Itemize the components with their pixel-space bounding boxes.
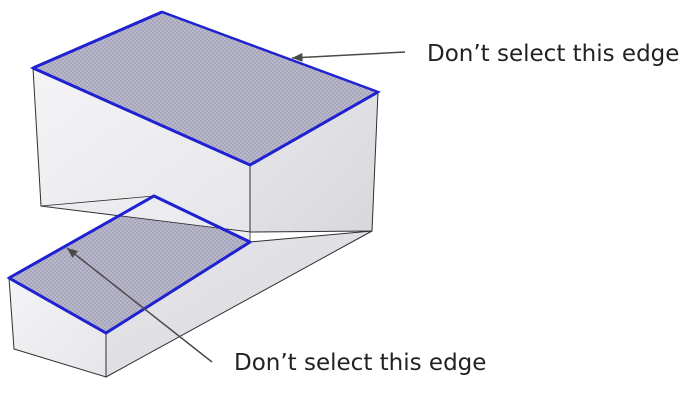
selected-lower-edge-left[interactable] (8, 240, 251, 335)
bottom-callout-label: Don’t select this edge (234, 350, 486, 376)
top-callout-leader (291, 51, 406, 62)
selected-top-edge-left[interactable] (32, 10, 163, 70)
bottom-callout-leader (66, 247, 213, 363)
selected-lower-edge-back[interactable] (8, 194, 251, 280)
selected-top-edge-right[interactable] (32, 66, 379, 167)
top-callout-label: Don’t select this edge (427, 41, 679, 67)
